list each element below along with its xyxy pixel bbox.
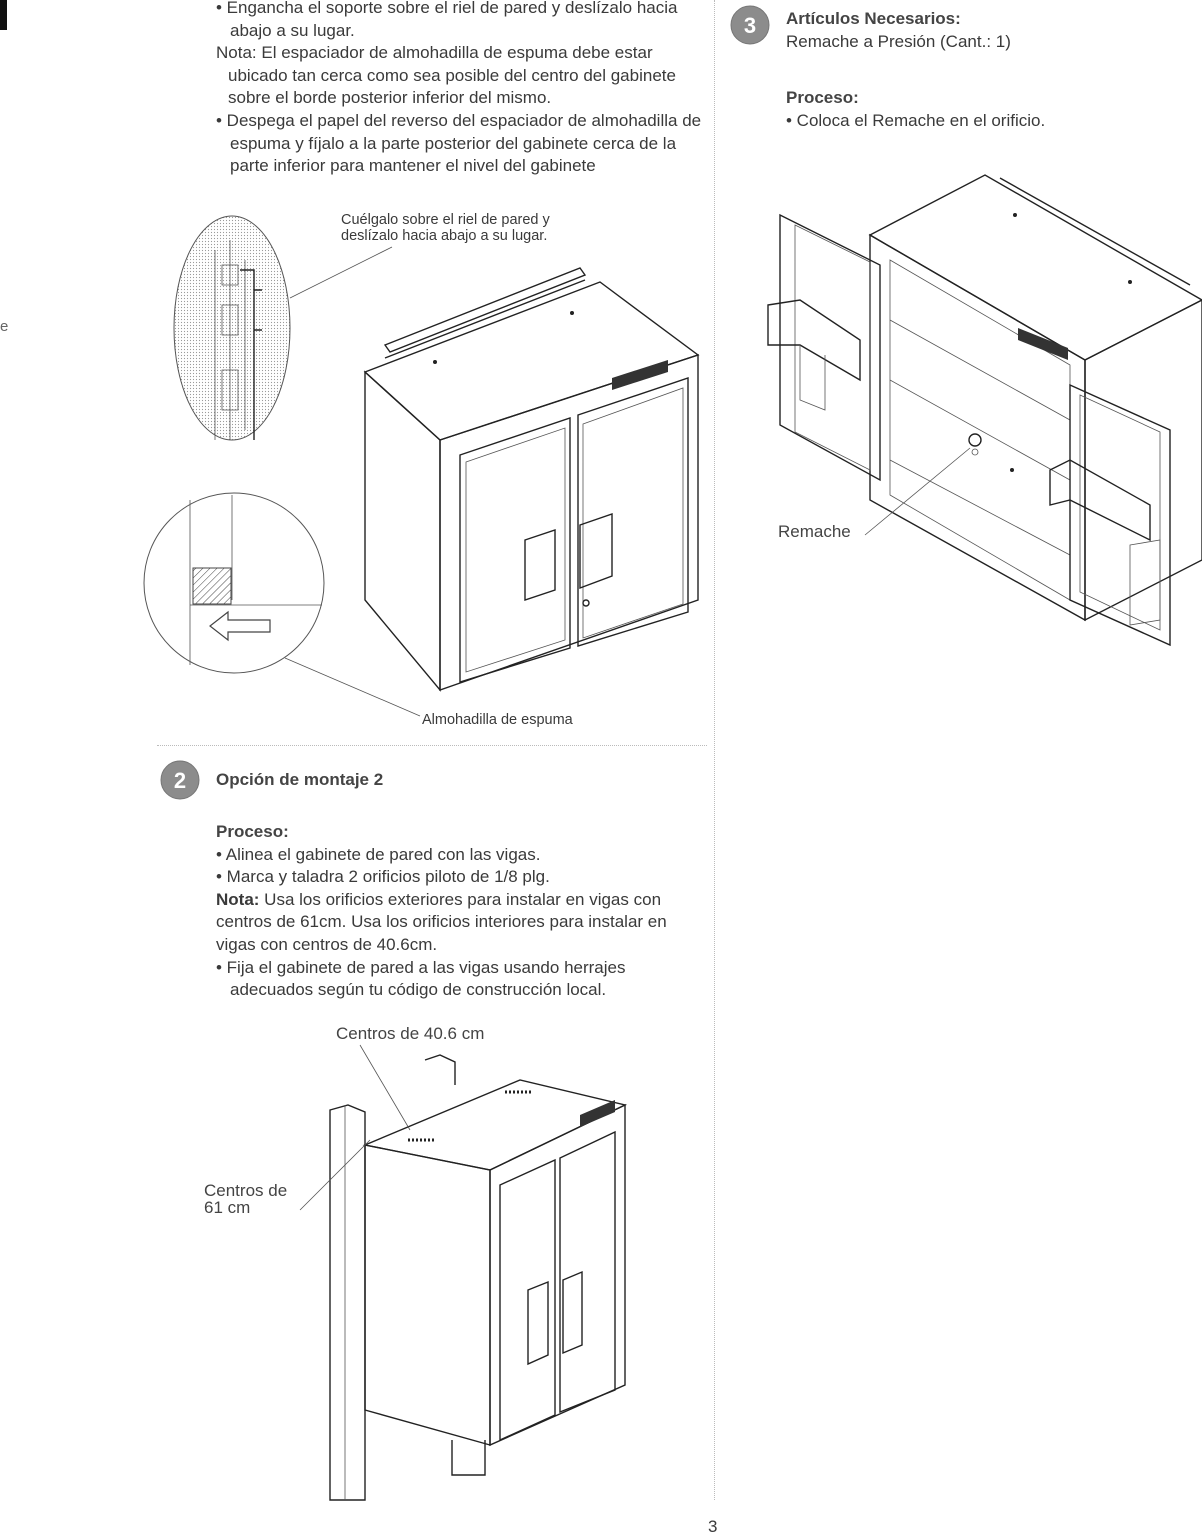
callout-hang-line2: deslízalo hacia abajo a su lugar. [341,228,548,244]
note-foam-spacer: Nota: El espaciador de almohadilla de es… [216,43,676,108]
step-2-note: Nota: Usa los orificios exteriores para … [216,889,702,957]
rivet-label: Remache [778,522,851,541]
step-2-note-label: Nota: [216,889,260,909]
step-3-badge: 3 [730,5,770,45]
step-2-note-text: Usa los orificios exteriores para instal… [216,889,667,954]
step-2-process: Proceso: • Alinea el gabinete de pared c… [216,821,702,1002]
foam-pad-label: Almohadilla de espuma [422,712,573,728]
figure-stud-mounting [299,1044,628,1501]
left-top-text: • Engancha el soporte sobre el riel de p… [216,0,702,178]
label-centers-40: Centros de 40.6 cm [336,1024,485,1043]
bullet-peel-foam: • Despega el papel del reverso del espac… [216,110,702,176]
step-3-items: Artículos Necesarios: Remache a Presión … [786,8,1186,53]
figure-hang-cabinet [143,215,700,717]
step-3-process-heading: Proceso: [786,88,859,107]
column-divider [714,0,715,1500]
step-3-items-heading: Artículos Necesarios: [786,9,961,28]
step-2-bullet-drill: • Marca y taladra 2 orificios piloto de … [216,867,550,887]
bullet-hang-bracket: • Engancha el soporte sobre el riel de p… [216,0,678,40]
margin-char: e [0,318,9,335]
step-3-items-text: Remache a Presión (Cant.: 1) [786,31,1011,51]
callout-hang: Cuélgalo sobre el riel de pared y deslíz… [341,212,550,244]
step-2-title: Opción de montaje 2 [216,770,384,789]
label-centers-61-line1: Centros de [204,1181,288,1200]
step-2-bullet-align: • Alinea el gabinete de pared con las vi… [216,844,541,864]
label-centers-61-line2: 61 cm [204,1198,251,1217]
step-2-badge: 2 [160,760,200,800]
label-centers-61: Centros de 61 cm [204,1182,287,1216]
step-2-process-heading: Proceso: [216,822,289,841]
section-divider [157,745,707,746]
figure-open-cabinet [767,174,1202,647]
step-3-bullet-rivet: • Coloca el Remache en el orificio. [786,110,1046,130]
step-2-bullet-fasten: • Fija el gabinete de pared a las vigas … [216,957,626,1000]
callout-hang-line1: Cuélgalo sobre el riel de pared y [341,212,550,228]
step-2-number: 2 [174,768,186,793]
page-number: 3 [708,1517,718,1536]
step-3-process: Proceso: • Coloca el Remache en el orifi… [786,87,1186,132]
edge-marker [0,0,7,30]
step-3-number: 3 [744,13,756,38]
